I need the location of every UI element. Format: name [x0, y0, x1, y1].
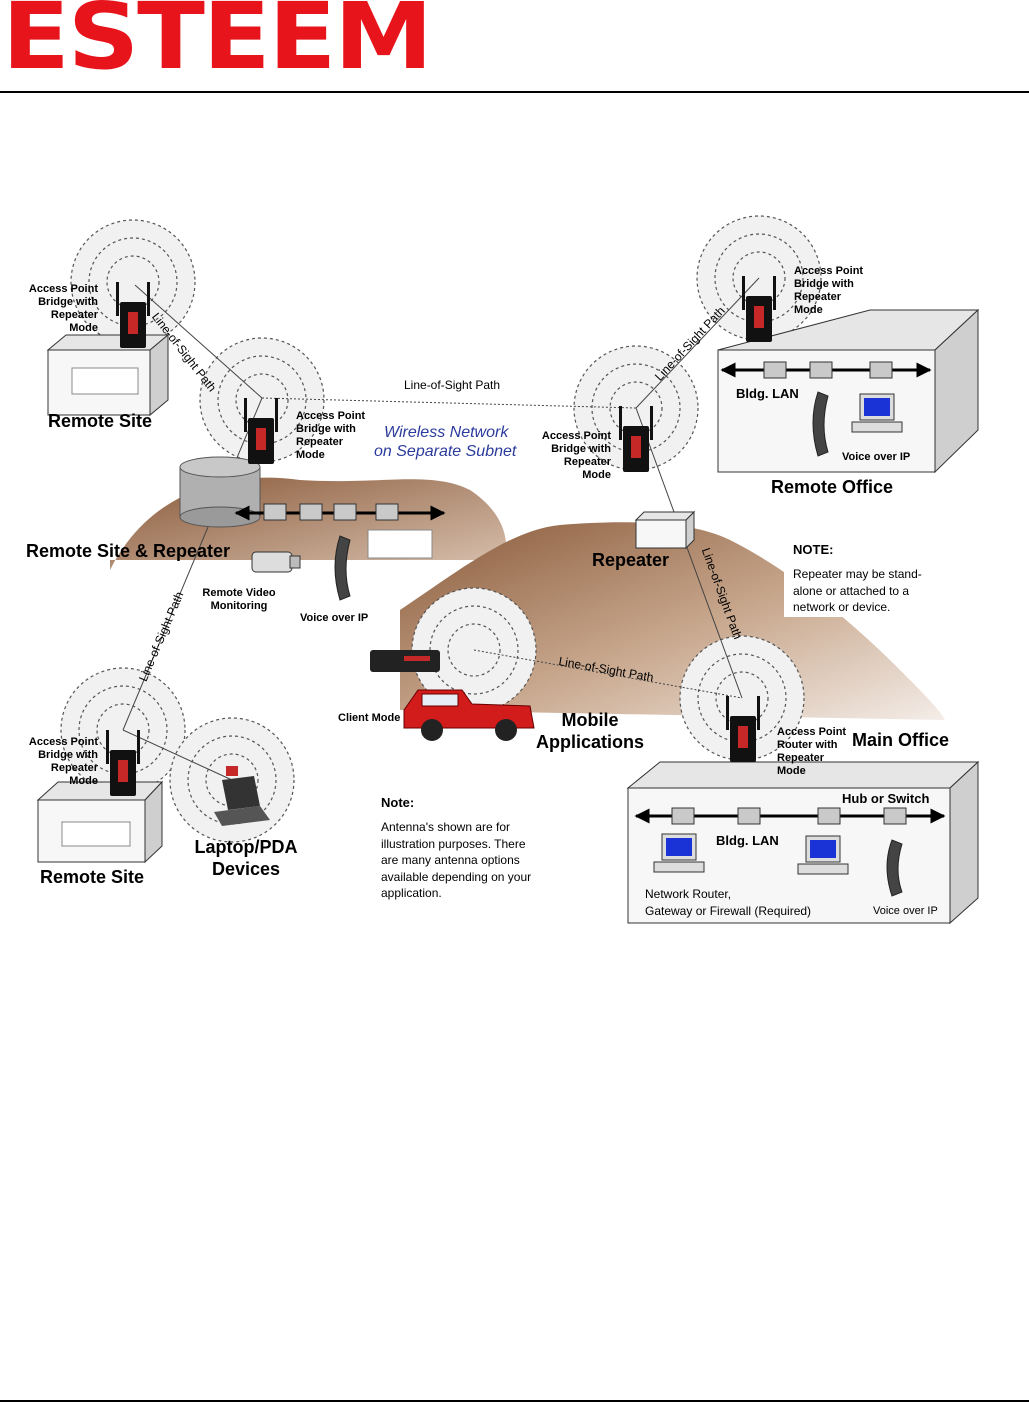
computer-icons — [653, 393, 903, 875]
hill-right — [400, 522, 945, 720]
site-label-remote-site-repeater: Remote Site & Repeater — [26, 541, 231, 561]
laptop-icon — [214, 766, 270, 826]
esteem-logo: ESTEEM — [2, 0, 433, 90]
bldg-lan-label-main: Bldg. LAN — [716, 833, 779, 848]
client-modem-icon — [370, 650, 440, 672]
router-required-label: Network Router, Gateway or Firewall (Req… — [645, 887, 812, 918]
subnet-label-line1: Wireless Network — [384, 424, 509, 441]
antenna-note-box — [372, 788, 582, 908]
site-label-remote-site-top: Remote Site — [48, 411, 153, 431]
subnet-label-line2: on Separate Subnet — [374, 443, 517, 460]
site-label-main-office: Main Office — [852, 730, 950, 750]
voip-label-repeater: Voice over IP — [300, 612, 369, 624]
site-label-remote-office: Remote Office — [771, 477, 894, 497]
line-of-sight-lines — [122, 277, 760, 781]
antenna-note-body: Antenna's shown are for illustration pur… — [381, 820, 532, 900]
radio-label-remote-site-repeater: Access Point Bridge with Repeater Mode — [296, 410, 366, 461]
esteem-radio-icons — [106, 276, 776, 796]
video-camera-icon — [251, 551, 301, 573]
repeater-enclosure — [634, 510, 696, 550]
site-label-mobile: Mobile Applications — [535, 710, 644, 752]
phone-icons — [334, 391, 903, 897]
repeater-note-body: Repeater may be stand- alone or attached… — [793, 567, 922, 614]
building-remote-site-bottom — [36, 780, 164, 864]
bldg-lan-label-top: Bldg. LAN — [736, 386, 799, 401]
radio-label-remote-office: Access Point Bridge with Repeater Mode — [794, 265, 864, 316]
pickup-truck-icon — [403, 689, 535, 741]
client-mode-label: Client Mode — [338, 712, 401, 724]
network-diagram — [8, 215, 986, 930]
site-label-remote-site-bottom: Remote Site — [40, 867, 145, 887]
radio-label-main-office: Access Point Router with Repeater Mode — [777, 726, 847, 777]
header-rule — [0, 91, 1029, 93]
voip-label-office: Voice over IP — [842, 451, 911, 463]
hub-switch-label: Hub or Switch — [842, 791, 930, 806]
software-screen-icon — [367, 529, 433, 559]
repeater-note-box — [784, 535, 964, 617]
antenna-note-heading: Note: — [381, 795, 415, 810]
repeater-note-heading: NOTE: — [793, 542, 834, 557]
radio-label-remote-site-bottom: Access Point Bridge with Repeater Mode — [28, 736, 98, 787]
radio-label-remote-site-top: Access Point Bridge with Repeater Mode — [28, 283, 98, 334]
storage-tank — [179, 456, 261, 528]
lan-ports — [263, 361, 907, 825]
voip-label-main: Voice over IP — [873, 905, 938, 917]
site-label-laptop: Laptop/PDA Devices — [194, 837, 298, 879]
los-label-top-mid: Line-of-Sight Path — [404, 378, 501, 392]
video-monitoring-label: Remote Video Monitoring — [202, 587, 276, 612]
building-remote-site-top — [46, 333, 170, 417]
radio-label-repeater: Access Point Bridge with Repeater Mode — [541, 430, 611, 481]
site-label-repeater: Repeater — [592, 550, 670, 570]
footer-rule — [0, 1400, 1029, 1402]
